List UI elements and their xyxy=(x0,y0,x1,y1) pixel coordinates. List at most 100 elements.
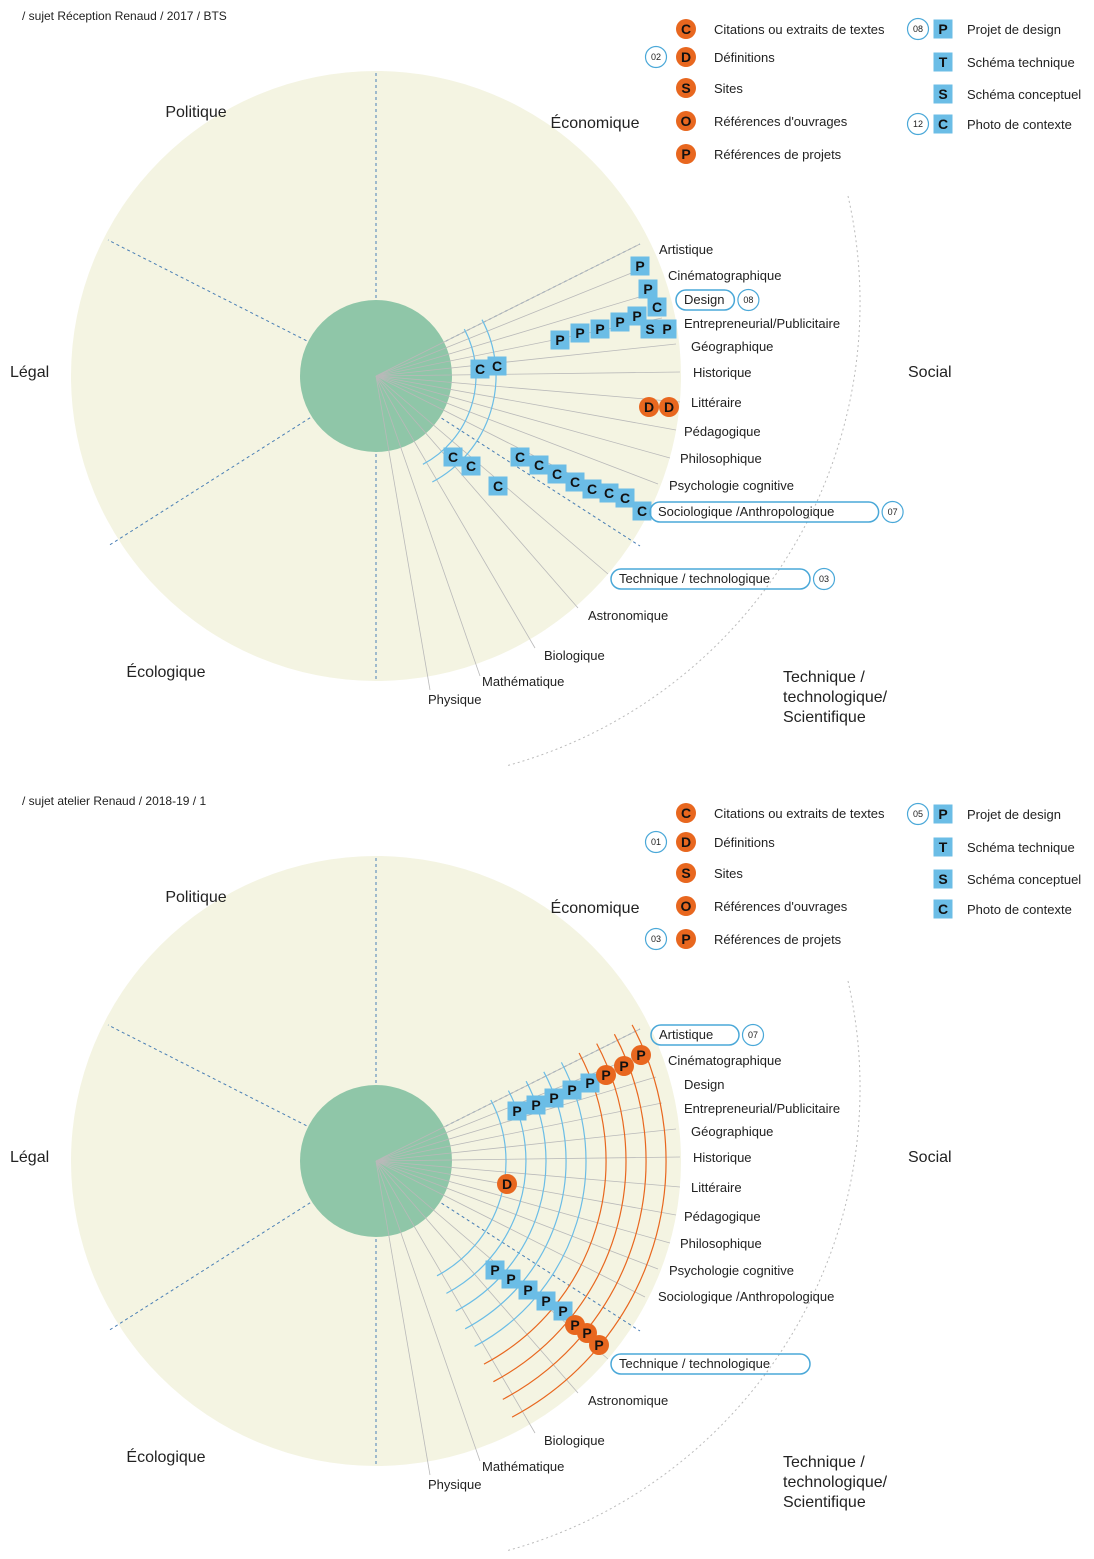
highlight-frame xyxy=(610,568,811,590)
category-ray xyxy=(375,371,681,377)
legend-count: 12 xyxy=(906,112,930,136)
legend-badge: D xyxy=(676,832,696,852)
svg-text:03: 03 xyxy=(819,574,829,584)
reference-marker: P xyxy=(526,1095,546,1115)
subcategory-label: Astronomique xyxy=(588,608,668,623)
reference-marker: C xyxy=(487,356,507,376)
section-technique: Technique / xyxy=(783,669,865,686)
legend-badge: S xyxy=(676,863,696,883)
svg-text:P: P xyxy=(938,21,947,37)
reference-marker: C xyxy=(529,455,549,475)
reference-marker: P xyxy=(485,1260,505,1280)
section-social: Social xyxy=(908,1149,952,1166)
svg-text:P: P xyxy=(570,1317,579,1333)
svg-text:P: P xyxy=(662,321,671,337)
section-politique: Politique xyxy=(165,889,226,906)
legend-label: Photo de contexte xyxy=(967,117,1072,132)
legend-badge: T xyxy=(933,52,953,72)
legend-label: Définitions xyxy=(714,835,775,850)
subcategory-label: Astronomique xyxy=(588,1393,668,1408)
legend-label: Sites xyxy=(714,866,743,881)
svg-text:D: D xyxy=(664,399,674,415)
reference-marker: D xyxy=(497,1174,517,1194)
legend-label: Citations ou extraits de textes xyxy=(714,806,885,821)
category-count: 07 xyxy=(741,1023,765,1047)
legend-badge: O xyxy=(676,111,696,131)
svg-text:P: P xyxy=(541,1293,550,1309)
svg-text:P: P xyxy=(594,1337,603,1353)
section-politique: Politique xyxy=(165,104,226,121)
svg-text:O: O xyxy=(681,113,692,129)
highlight-frame xyxy=(650,1024,740,1046)
category-ray xyxy=(375,375,659,485)
subcategory-label: Géographique xyxy=(691,339,773,354)
category-ray xyxy=(375,291,657,377)
category-ray xyxy=(375,1160,646,1298)
category-ray xyxy=(375,1160,481,1462)
reference-arc xyxy=(511,1024,667,1418)
reference-marker: P xyxy=(596,1065,616,1085)
svg-text:C: C xyxy=(448,449,458,465)
reference-marker: P xyxy=(536,1291,556,1311)
legend-label: Citations ou extraits de textes xyxy=(714,22,885,37)
svg-text:S: S xyxy=(681,80,690,96)
svg-text:S: S xyxy=(681,865,690,881)
reference-marker: P xyxy=(610,312,630,332)
category-ray xyxy=(375,1160,536,1434)
svg-text:S: S xyxy=(645,321,654,337)
reference-marker: C xyxy=(443,447,463,467)
svg-text:T: T xyxy=(939,839,948,855)
svg-text:C: C xyxy=(534,457,544,473)
category-ray xyxy=(375,1160,579,1394)
section-ecologique: Écologique xyxy=(126,662,205,681)
section-technique: technologique/ xyxy=(783,1474,888,1491)
svg-text:05: 05 xyxy=(913,809,923,819)
svg-text:C: C xyxy=(620,490,630,506)
svg-text:P: P xyxy=(523,1282,532,1298)
legend-label: Schéma technique xyxy=(967,55,1075,70)
svg-text:P: P xyxy=(635,258,644,274)
svg-text:P: P xyxy=(506,1271,515,1287)
svg-text:P: P xyxy=(567,1082,576,1098)
category-ray xyxy=(375,1160,681,1188)
category-ray xyxy=(375,375,536,649)
subcategory-label: Philosophique xyxy=(680,1236,762,1251)
legend-label: Projet de design xyxy=(967,807,1061,822)
category-ray xyxy=(375,375,609,575)
reference-marker: P xyxy=(630,256,650,276)
svg-text:P: P xyxy=(549,1090,558,1106)
category-count: 03 xyxy=(812,567,836,591)
reference-marker: P xyxy=(570,323,590,343)
category-ray xyxy=(375,375,681,403)
section-legal: Légal xyxy=(10,364,49,381)
category-ray xyxy=(375,1028,641,1162)
svg-text:P: P xyxy=(601,1067,610,1083)
legend-badge: T xyxy=(933,837,953,857)
subcategory-label: Technique / technologique xyxy=(619,571,770,586)
reference-arc xyxy=(483,1052,607,1365)
subcategory-label: Historique xyxy=(693,1150,752,1165)
svg-text:P: P xyxy=(585,1075,594,1091)
category-ray xyxy=(375,1160,677,1216)
svg-text:P: P xyxy=(636,1047,645,1063)
category-ray xyxy=(375,375,431,691)
reference-arc xyxy=(422,328,477,465)
section-social: Social xyxy=(908,364,952,381)
section-legal: Légal xyxy=(10,1149,49,1166)
reference-marker: C xyxy=(461,456,481,476)
legend-badge: P xyxy=(933,19,953,39)
outer-arc xyxy=(505,980,861,1552)
legend-label: Références d'ouvrages xyxy=(714,114,848,129)
legend-badge: P xyxy=(676,144,696,164)
reference-marker: P xyxy=(580,1073,600,1093)
subcategory-label: Artistique xyxy=(659,1027,713,1042)
svg-text:C: C xyxy=(652,299,662,315)
section-technique: Scientifique xyxy=(783,1494,866,1511)
section-technique: Technique / xyxy=(783,1454,865,1471)
legend-label: Références d'ouvrages xyxy=(714,899,848,914)
svg-text:08: 08 xyxy=(743,295,753,305)
legend-badge: P xyxy=(933,804,953,824)
section-ecologique: Écologique xyxy=(126,1447,205,1466)
